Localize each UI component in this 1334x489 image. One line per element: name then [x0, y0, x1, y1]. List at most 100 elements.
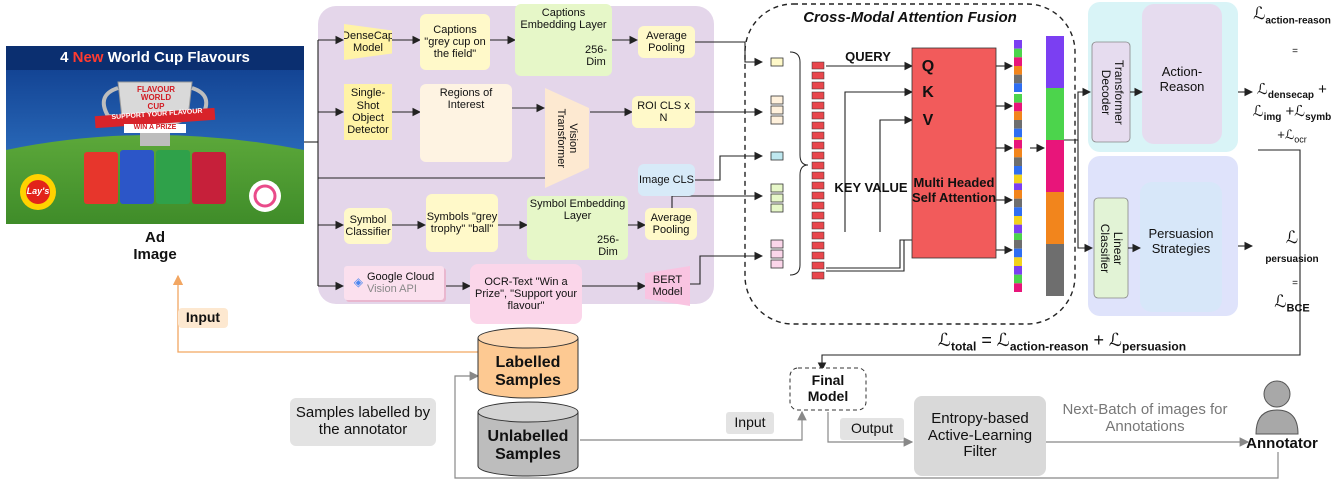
- sequence-token: [811, 61, 825, 70]
- loss-densecap: ℒdensecap +: [1257, 81, 1327, 101]
- sequence-token: [811, 231, 825, 240]
- prize-text: WIN A PRIZE: [133, 124, 177, 131]
- loss-eq-2: =: [1292, 278, 1298, 289]
- sequence-tokens: [811, 61, 825, 280]
- annotator-icon: [1255, 380, 1299, 435]
- entropy-filter-box: [914, 396, 1046, 476]
- attention-output-segment: [1014, 174, 1022, 184]
- attention-output-segment: [1014, 128, 1022, 138]
- attention-output-segment: [1014, 40, 1022, 49]
- fusion-panel: [744, 3, 1076, 325]
- attention-output-segment: [1014, 248, 1022, 258]
- labelled-samples-db: [477, 327, 579, 399]
- fused-embedding-bar: [1046, 36, 1064, 296]
- attention-output-segment: [1014, 57, 1022, 66]
- action-reason-label: Action-Reason: [1159, 64, 1205, 94]
- symbol-dim: 256-Dim: [596, 234, 620, 259]
- sequence-token: [811, 81, 825, 90]
- captions-text: Captions "grey cup on the field": [420, 14, 490, 70]
- linear-classifier-label: Linear Classifier: [1098, 223, 1126, 273]
- bert-model: BERT Model: [645, 266, 690, 306]
- densecap-model: DenseCap Model: [344, 24, 392, 60]
- sequence-token: [811, 131, 825, 140]
- captions-dim: 256-Dim: [584, 44, 608, 69]
- sequence-token: [811, 261, 825, 270]
- trophy-text: FLAVOUR WORLD CUP: [136, 85, 176, 111]
- mhsa-label: Multi Headed Self Attention: [912, 175, 997, 205]
- attention-output-segment: [1014, 274, 1022, 284]
- modality-tokens: [770, 57, 784, 269]
- attention-output-segment: [1014, 224, 1022, 234]
- output-label: Output: [840, 418, 904, 440]
- input-arrow-orange: [172, 274, 520, 353]
- loss-ocr: +ℒocr: [1277, 127, 1307, 145]
- loss-action-reason: ℒaction-reason: [1253, 4, 1331, 27]
- attention-output-segment: [1014, 198, 1022, 208]
- k-label: K: [922, 84, 934, 101]
- attention-output-segment: [1014, 83, 1022, 92]
- attention-output-segment: [1014, 240, 1022, 249]
- symbols-text: Symbols "grey trophy" "ball": [426, 194, 498, 252]
- attention-output-segment: [1014, 74, 1022, 84]
- samples-by-annotator: Samples labelled by the annotator: [290, 398, 436, 446]
- final-model-label: Final Model: [807, 372, 849, 404]
- key-value-label: KEY VALUE: [834, 180, 908, 195]
- attention-output-segment: [1014, 148, 1022, 158]
- attention-output-segment: [1014, 140, 1022, 149]
- sequence-token: [811, 251, 825, 260]
- attention-output-segment: [1014, 166, 1022, 175]
- sequence-token: [811, 151, 825, 160]
- attention-output-segment: [1014, 120, 1022, 129]
- lays-logo: Lay's: [26, 186, 50, 196]
- attention-output-segment: [1014, 94, 1022, 103]
- sequence-token: [811, 201, 825, 210]
- sequence-token: [811, 211, 825, 220]
- symbol-classifier: Symbol Classifier: [344, 208, 392, 244]
- attention-output-segment: [1014, 216, 1022, 225]
- input-label: Input: [178, 308, 228, 328]
- attention-output-segment: [1014, 207, 1022, 216]
- attention-output-segment: [1014, 66, 1022, 75]
- action-reason-panel: [1142, 4, 1222, 144]
- sequence-token: [811, 171, 825, 180]
- persuasion-strategies-label: Persuasion Strategies: [1148, 226, 1214, 256]
- roi-cls: ROI CLS x N: [632, 96, 695, 128]
- final-model-box: [789, 367, 867, 411]
- next-batch-label: Next-Batch of images for Annotations: [1062, 401, 1228, 435]
- ad-banner: 4 New World Cup Flavours: [60, 49, 250, 66]
- loss-total: ℒtotal = ℒaction-reason + ℒpersuasion: [938, 330, 1187, 354]
- unlabelled-samples-db: [477, 401, 579, 477]
- google-cloud-icon: ◈: [353, 275, 363, 290]
- persuasion-inner-panel: [1140, 182, 1222, 312]
- attention-output-segment: [1014, 233, 1022, 242]
- sequence-token: [811, 181, 825, 190]
- attention-output-segment: [1014, 102, 1022, 112]
- sequence-token: [811, 71, 825, 80]
- loss-img-symb: ℒimg +ℒsymb: [1252, 103, 1332, 123]
- attention-output-segment: [1014, 257, 1022, 266]
- fusion-title: Cross-Modal Attention Fusion: [803, 9, 1017, 26]
- ad-image-caption: Ad Image: [133, 229, 177, 263]
- query-label: QUERY: [845, 49, 891, 64]
- sequence-token: [811, 221, 825, 230]
- sequence-token: [811, 271, 825, 280]
- average-pooling-captions: Average Pooling: [638, 26, 695, 58]
- average-pooling-symbols: Average Pooling: [645, 208, 697, 240]
- attention-output-segment: [1014, 111, 1022, 120]
- sequence-token: [811, 141, 825, 150]
- attention-output-segment: [1014, 266, 1022, 275]
- attention-output-segment: [1014, 48, 1022, 58]
- image-cls: Image CLS: [638, 164, 695, 196]
- regions-of-interest: Regions of Interest: [420, 84, 512, 162]
- encoder-arrows: [304, 35, 764, 291]
- sequence-token: [811, 241, 825, 250]
- loss-eq-1: =: [1292, 46, 1298, 57]
- loss-bce: ℒBCE: [1274, 292, 1310, 315]
- q-label: Q: [921, 58, 935, 75]
- v-label: V: [922, 112, 934, 129]
- sequence-token: [811, 111, 825, 120]
- entropy-filter-label: Entropy-based Active-Learning Filter: [927, 409, 1033, 461]
- sequence-token: [811, 191, 825, 200]
- input-label-2: Input: [726, 412, 774, 434]
